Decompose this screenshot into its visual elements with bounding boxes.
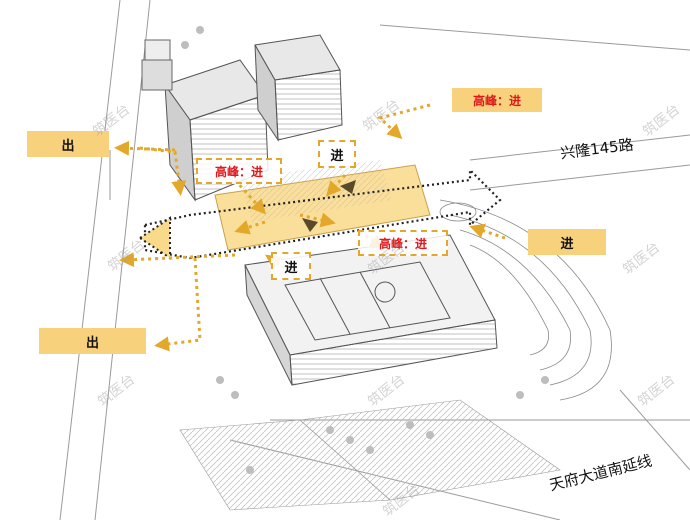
main-road-flow bbox=[143, 167, 502, 260]
parking-area bbox=[179, 399, 561, 511]
enter-box-center-top: 进 bbox=[318, 140, 356, 168]
peak-enter-center-right: 高峰：进 bbox=[358, 230, 448, 256]
building-west-small bbox=[141, 39, 173, 91]
podium-building bbox=[244, 234, 498, 386]
enter-label-right: 进 bbox=[528, 229, 606, 255]
peak-enter-left: 高峰：进 bbox=[196, 158, 282, 184]
central-dark-arrows bbox=[302, 180, 356, 232]
enter-box-center-mid: 进 bbox=[271, 252, 311, 280]
trees bbox=[181, 26, 549, 474]
exit-label-top: 出 bbox=[27, 131, 109, 157]
landscape-terraces bbox=[439, 199, 612, 401]
exit-label-bottom: 出 bbox=[39, 328, 146, 354]
peak-enter-top-right: 高峰：进 bbox=[452, 88, 542, 112]
building-north-b bbox=[254, 34, 343, 142]
